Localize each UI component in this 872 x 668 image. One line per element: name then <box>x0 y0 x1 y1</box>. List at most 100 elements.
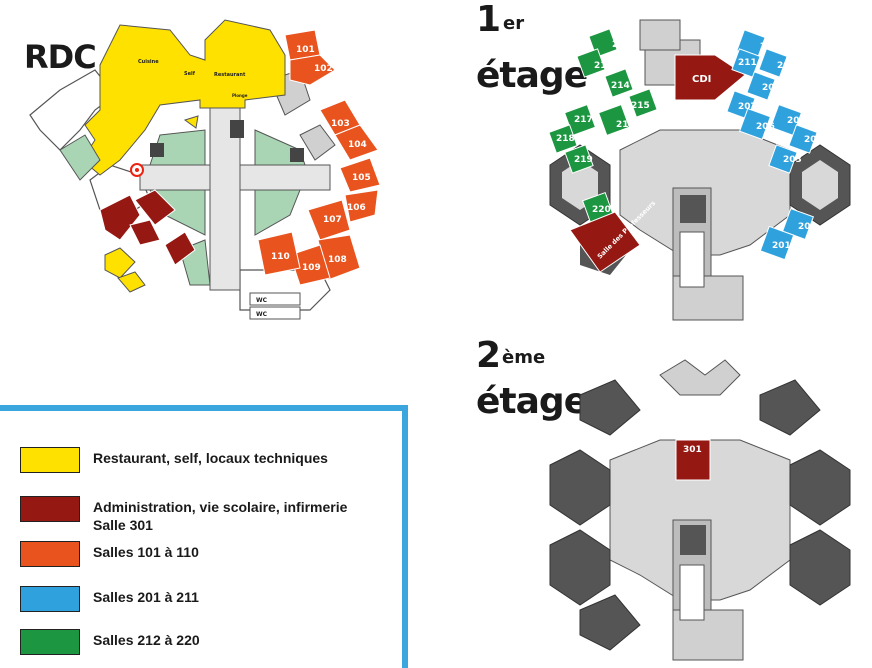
label-restaurant: Restaurant <box>214 72 246 78</box>
room-label: 218 <box>556 134 575 144</box>
room-label: 214 <box>611 81 630 91</box>
zone-admin <box>129 219 161 246</box>
etage2-floor-plan: 301 <box>549 359 851 661</box>
tower <box>789 529 851 606</box>
tower <box>579 379 641 436</box>
room-214 <box>604 68 634 98</box>
courtyard <box>59 134 101 181</box>
room-label: 212 <box>612 40 631 50</box>
room-301 <box>675 439 711 481</box>
room-label: 110 <box>271 252 290 262</box>
room-label: 208 <box>762 83 781 93</box>
elevator-icon <box>680 525 706 555</box>
elevator-icon <box>680 195 706 223</box>
courtyard <box>254 189 301 236</box>
legend-swatch <box>20 629 80 655</box>
floor-suffix: ème <box>502 347 546 368</box>
zone-admin <box>134 189 176 226</box>
zone-yellow <box>117 271 146 293</box>
room-label: 215 <box>631 101 650 111</box>
legend-swatch <box>20 586 80 612</box>
room-label: 101 <box>296 45 315 55</box>
room-label: 203 <box>783 155 802 165</box>
room-219 <box>564 144 594 174</box>
room-217 <box>563 103 597 137</box>
room-label: 301 <box>683 445 702 455</box>
floor-title-rdc: RDC <box>24 38 97 76</box>
room-107 <box>307 199 351 241</box>
zone-admin <box>164 231 196 266</box>
label-self: Self <box>184 71 196 77</box>
room-203 <box>768 144 798 174</box>
room-label: 209 <box>777 61 796 71</box>
legend-swatch <box>20 541 80 567</box>
tower-inner <box>802 160 838 210</box>
stairs-icon <box>290 148 304 162</box>
stairs-icon <box>679 231 705 288</box>
room-label: 108 <box>328 255 347 265</box>
wc-label: WC <box>256 311 268 318</box>
room-label: 107 <box>323 215 342 225</box>
room-label: 202 <box>798 222 817 232</box>
rdc-floor-plan: Cuisine Self Restaurant Plonge 101 102 1… <box>29 19 381 320</box>
room-grey <box>639 19 681 51</box>
room-label: 109 <box>302 263 321 273</box>
room-label: 102 <box>314 64 333 74</box>
room-cdi <box>674 54 746 101</box>
room-110 <box>257 231 301 276</box>
legend-swatch <box>20 447 80 473</box>
room-201 <box>759 225 795 261</box>
room-label: CDI <box>692 74 711 85</box>
tower-inner <box>562 160 598 210</box>
room-label: 219 <box>574 155 593 165</box>
floor-number: 1 <box>476 0 501 40</box>
room-label: 204 <box>804 135 823 145</box>
floor-suffix: er <box>503 13 525 34</box>
legend-swatch <box>20 496 80 522</box>
room-label: 104 <box>348 140 367 150</box>
room-211 <box>731 48 761 78</box>
room-205 <box>769 103 803 137</box>
legend: Restaurant, self, locaux techniques Admi… <box>0 405 408 668</box>
legend-label: Salles 201 à 211 <box>93 589 199 605</box>
room-label: 217 <box>574 115 593 125</box>
room-208 <box>746 71 776 101</box>
room-216 <box>597 103 631 137</box>
wc-label: WC <box>256 297 268 304</box>
room-label: 106 <box>347 203 366 213</box>
zone-admin <box>99 194 141 241</box>
wc-block <box>249 306 301 320</box>
zone-yellow <box>183 115 199 129</box>
stairwell <box>299 124 336 161</box>
legend-label: Restaurant, self, locaux techniques <box>93 450 328 466</box>
label-cuisine: Cuisine <box>138 59 159 65</box>
legend-label-line1: Administration, vie scolaire, infirmerie <box>93 499 348 515</box>
room-109 <box>289 244 331 286</box>
room-label: 201 <box>772 241 791 251</box>
room-label: 211 <box>738 58 757 68</box>
room-label: 103 <box>331 119 350 129</box>
floor-number: 2 <box>476 335 501 376</box>
elevator-icon <box>230 120 244 138</box>
room-label: 210 <box>760 42 779 52</box>
room-213 <box>576 48 606 78</box>
room-218 <box>548 124 578 154</box>
target-icon <box>135 168 139 172</box>
floor-word: étage <box>476 381 588 422</box>
room-label: 205 <box>787 116 806 126</box>
room-105 <box>339 157 381 193</box>
stairs-icon <box>679 564 705 621</box>
room-label: 216 <box>616 120 635 130</box>
etage1-floor-plan: CDI 212 213 214 215 216 217 218 219 220 … <box>548 19 851 321</box>
room-206 <box>738 107 772 141</box>
tower <box>789 449 851 526</box>
legend-label: Salles 212 à 220 <box>93 632 200 648</box>
room-label: 206 <box>756 122 775 132</box>
tower <box>549 529 611 606</box>
legend-label: Salles 101 à 110 <box>93 544 199 560</box>
room-label: 213 <box>594 61 613 71</box>
room-salle-profs <box>569 211 641 273</box>
room-grey <box>659 359 741 396</box>
